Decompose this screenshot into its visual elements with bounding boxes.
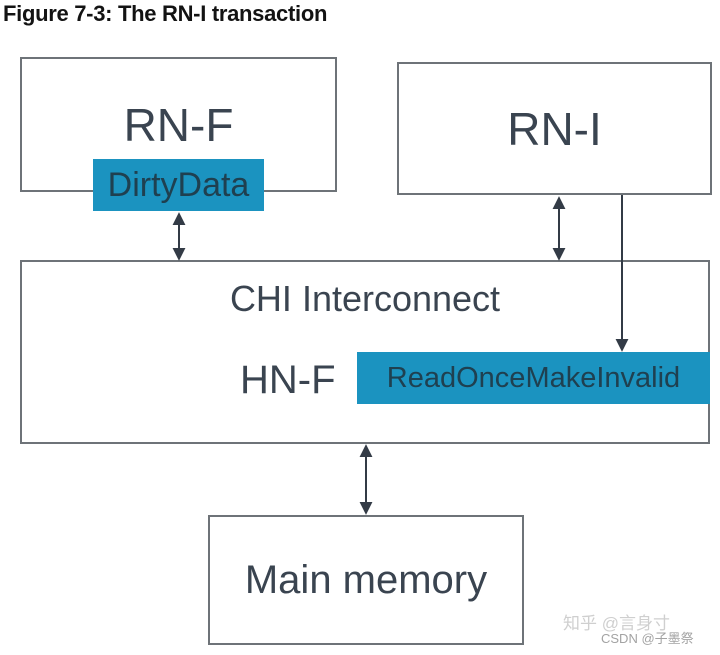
main-memory-node-box: Main memory	[208, 515, 524, 645]
figure-title: Figure 7-3: The RN-I transaction	[3, 1, 328, 26]
zhihu-watermark: 知乎 @言身寸	[563, 614, 670, 633]
chi-interconnect-label: CHI Interconnect	[229, 278, 501, 319]
read-once-make-invalid-label: ReadOnceMakeInvalid	[386, 361, 681, 394]
hnf-node-label: HN-F	[240, 358, 336, 402]
dirty-data-label: DirtyData	[107, 165, 250, 204]
rnf-node-label: RN-F	[123, 98, 234, 151]
dirty-data-tag: DirtyData	[93, 159, 264, 211]
csdn-watermark: CSDN @子墨祭	[601, 631, 694, 646]
read-once-make-invalid-tag: ReadOnceMakeInvalid	[357, 352, 710, 404]
rni-node-label: RN-I	[507, 102, 602, 155]
main-memory-node-label: Main memory	[244, 557, 488, 602]
rni-node-box: RN-I	[397, 62, 712, 195]
